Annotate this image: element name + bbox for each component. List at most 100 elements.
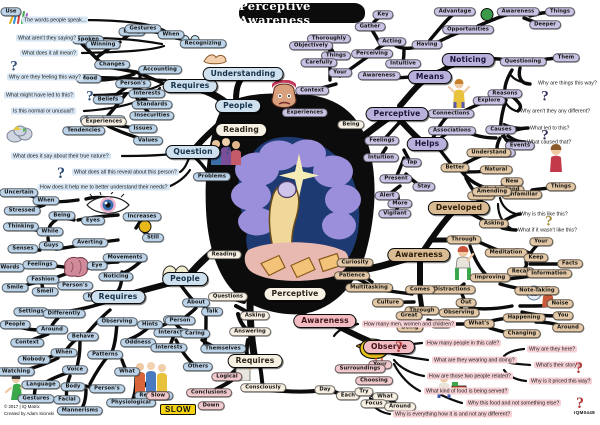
node-fashion[interactable]: Fashion: [26, 275, 60, 285]
node-being[interactable]: Being: [48, 211, 76, 221]
node-reading[interactable]: Reading: [206, 250, 242, 260]
node-standards[interactable]: Standards: [131, 100, 173, 110]
node-them[interactable]: Them: [552, 53, 580, 63]
node-smile[interactable]: Smile: [1, 283, 29, 293]
node-awareness[interactable]: Awareness: [357, 71, 401, 81]
node-your[interactable]: Your: [529, 237, 553, 247]
node-choosing[interactable]: Choosing: [355, 376, 393, 386]
node-try[interactable]: Try: [354, 387, 374, 397]
node-you[interactable]: You: [552, 311, 574, 321]
node-observing[interactable]: Observing: [96, 317, 138, 327]
node-objectively[interactable]: Objectively: [289, 41, 333, 51]
node-differently[interactable]: Differently: [42, 309, 86, 319]
node-noise[interactable]: Noise: [546, 299, 574, 309]
node-advantage[interactable]: Advantage: [433, 7, 477, 17]
main-branch-requires[interactable]: Requires: [227, 354, 283, 368]
node-connections[interactable]: Connections: [427, 109, 475, 119]
node-mannerisms[interactable]: Mannerisms: [56, 406, 104, 416]
node-happening[interactable]: Happening: [502, 313, 546, 323]
node-logical[interactable]: Logical: [211, 372, 243, 382]
node-body[interactable]: Body: [60, 382, 86, 392]
node-tap[interactable]: Tap: [401, 158, 423, 168]
node-others[interactable]: Others: [182, 362, 214, 372]
node-nobody[interactable]: Nobody: [17, 355, 51, 365]
node-great[interactable]: Great: [395, 311, 423, 321]
node-language[interactable]: Language: [21, 380, 61, 390]
node-information[interactable]: Information: [526, 269, 572, 279]
node-keep[interactable]: Keep: [523, 253, 549, 263]
node-words[interactable]: Words: [0, 263, 25, 273]
node-day[interactable]: Day: [314, 385, 336, 395]
node-changing[interactable]: Changing: [502, 329, 542, 339]
node-recognizing[interactable]: Recognizing: [179, 39, 227, 49]
node-meditation[interactable]: Meditation: [484, 248, 528, 258]
node-being[interactable]: Being: [337, 120, 365, 130]
node-curiosity[interactable]: Curiosity: [336, 258, 374, 268]
node-acting[interactable]: Acting: [377, 37, 407, 47]
node-when[interactable]: When: [50, 348, 78, 358]
main-branch-perceptive[interactable]: Perceptive: [365, 107, 429, 121]
node-feelings[interactable]: Feelings: [22, 260, 58, 270]
node-eyes[interactable]: Eyes: [81, 216, 105, 226]
node-increases[interactable]: Increases: [122, 212, 162, 222]
node-when[interactable]: When: [32, 196, 60, 206]
node-talk[interactable]: Talk: [201, 307, 223, 317]
main-branch-people[interactable]: People: [162, 272, 208, 286]
node-stay[interactable]: Stay: [412, 182, 436, 192]
node-amending[interactable]: Amending: [471, 187, 513, 197]
node-culture[interactable]: Culture: [371, 298, 405, 308]
node-person[interactable]: Person: [164, 316, 196, 326]
node-use[interactable]: Use: [0, 7, 22, 17]
node-understand[interactable]: Understand: [466, 148, 512, 158]
node-what-s[interactable]: What's: [463, 319, 495, 329]
node-key[interactable]: Key: [372, 10, 394, 20]
node-things[interactable]: Things: [544, 7, 576, 17]
node-observing[interactable]: Observing: [438, 308, 480, 318]
node-multitasking[interactable]: Multitasking: [345, 283, 393, 293]
node-experiences[interactable]: Experiences: [281, 108, 329, 118]
node-smell[interactable]: Smell: [31, 287, 59, 297]
main-branch-observe[interactable]: Observe: [362, 340, 416, 354]
node-themselves[interactable]: Themselves: [200, 344, 246, 354]
main-branch-developed[interactable]: Developed: [427, 201, 491, 215]
node-new[interactable]: New: [500, 177, 524, 187]
node-person-s[interactable]: Person's: [57, 281, 93, 291]
node-conclusions[interactable]: Conclusions: [186, 388, 232, 398]
node-while[interactable]: While: [36, 227, 64, 237]
node-facial[interactable]: Facial: [53, 395, 81, 405]
node-questions[interactable]: Questions: [207, 292, 249, 302]
node-out[interactable]: Out: [455, 298, 477, 308]
main-branch-reading[interactable]: Reading: [215, 123, 267, 137]
node-facts[interactable]: Facts: [557, 259, 583, 269]
node-caring[interactable]: Caring: [180, 329, 210, 339]
node-physiological[interactable]: Physiological: [106, 398, 156, 408]
node-movements[interactable]: Movements: [102, 253, 148, 263]
node-experiences[interactable]: Experiences: [80, 117, 128, 127]
node-alert[interactable]: Alert: [374, 191, 400, 201]
node-more[interactable]: More: [387, 199, 413, 209]
node-answering[interactable]: Answering: [229, 327, 271, 337]
node-tendencies[interactable]: Tendencies: [62, 126, 106, 136]
main-branch-awareness[interactable]: Awareness: [293, 314, 357, 328]
node-averting[interactable]: Averting: [72, 238, 108, 248]
node-slow[interactable]: Slow: [145, 391, 171, 401]
node-consciously[interactable]: Consciously: [240, 383, 286, 393]
node-what[interactable]: What: [114, 367, 140, 377]
node-around[interactable]: Around: [36, 325, 68, 335]
main-branch-perceptive[interactable]: Perceptive: [263, 287, 327, 301]
node-behave[interactable]: Behave: [66, 332, 100, 342]
node-comes[interactable]: Comes: [405, 285, 435, 295]
node-having[interactable]: Having: [411, 40, 443, 50]
node-through[interactable]: Through: [446, 235, 482, 245]
node-person-s[interactable]: Person's: [115, 79, 151, 89]
node-hints[interactable]: Hints: [137, 320, 163, 330]
node-context[interactable]: Context: [295, 86, 329, 96]
node-gestures[interactable]: Gestures: [124, 24, 162, 34]
node-when[interactable]: When: [157, 30, 185, 40]
main-branch-requires[interactable]: Requires: [162, 79, 218, 93]
node-improving[interactable]: Improving: [469, 273, 511, 283]
node-gather[interactable]: Gather: [354, 22, 386, 32]
node-voice[interactable]: Voice: [61, 365, 89, 375]
node-gestures[interactable]: Gestures: [17, 394, 55, 404]
node-intuitive[interactable]: Intuitive: [385, 59, 421, 69]
